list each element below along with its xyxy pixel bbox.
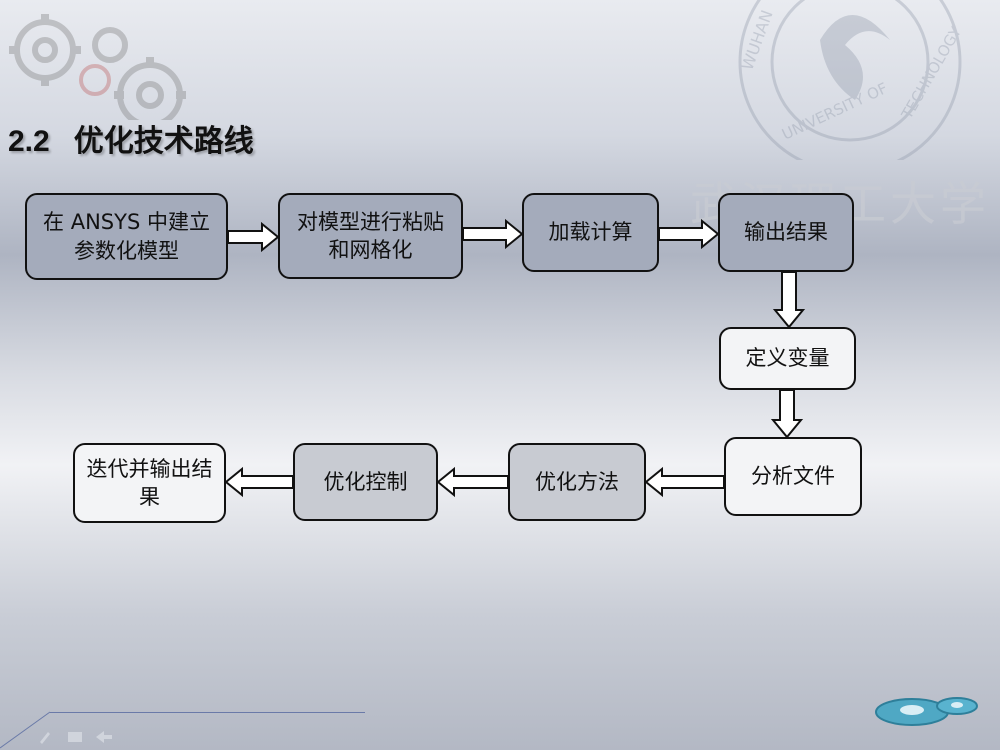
arrow-n6-n7 bbox=[644, 466, 725, 498]
flow-node-paste-mesh: 对模型进行粘贴和网格化 bbox=[278, 193, 463, 279]
flow-node-analysis-file: 分析文件 bbox=[724, 437, 862, 516]
arrow-n1-n2 bbox=[227, 221, 280, 253]
flow-node-optimization-control: 优化控制 bbox=[293, 443, 438, 521]
flow-node-optimization-method: 优化方法 bbox=[508, 443, 646, 521]
arrow-n4-n5 bbox=[772, 271, 806, 329]
svg-text:TECHNOLOGY: TECHNOLOGY bbox=[897, 23, 965, 123]
university-logo-icon: WUHAN UNIVERSITY OF TECHNOLOGY bbox=[737, 0, 965, 160]
pen-icon bbox=[40, 732, 50, 744]
slide-nav-icons bbox=[40, 731, 112, 744]
corner-line-decoration bbox=[0, 711, 51, 749]
section-number: 2.2 bbox=[8, 125, 50, 158]
arrow-n2-n3 bbox=[462, 218, 524, 250]
flow-node-output-results: 输出结果 bbox=[718, 193, 854, 272]
gears-decoration-icon bbox=[9, 14, 186, 120]
menu-icon bbox=[68, 732, 82, 742]
title-text: 优化技术路线 bbox=[73, 124, 254, 159]
svg-text:UNIVERSITY OF: UNIVERSITY OF bbox=[779, 79, 890, 144]
arrow-n7-n8 bbox=[436, 466, 509, 498]
arrow-n5-n6 bbox=[770, 389, 804, 439]
flow-node-iterate-output: 迭代并输出结果 bbox=[73, 443, 226, 523]
gear-decoration-icon bbox=[875, 697, 978, 726]
flow-node-create-model: 在 ANSYS 中建立参数化模型 bbox=[25, 193, 228, 280]
arrow-nav-icon bbox=[96, 731, 112, 743]
flow-node-define-variables: 定义变量 bbox=[719, 327, 856, 390]
flow-node-load-compute: 加载计算 bbox=[522, 193, 659, 272]
slide-title: 2.2 优化技术路线 bbox=[8, 116, 254, 160]
footer-divider bbox=[50, 712, 365, 713]
arrow-n8-n9 bbox=[224, 466, 294, 498]
